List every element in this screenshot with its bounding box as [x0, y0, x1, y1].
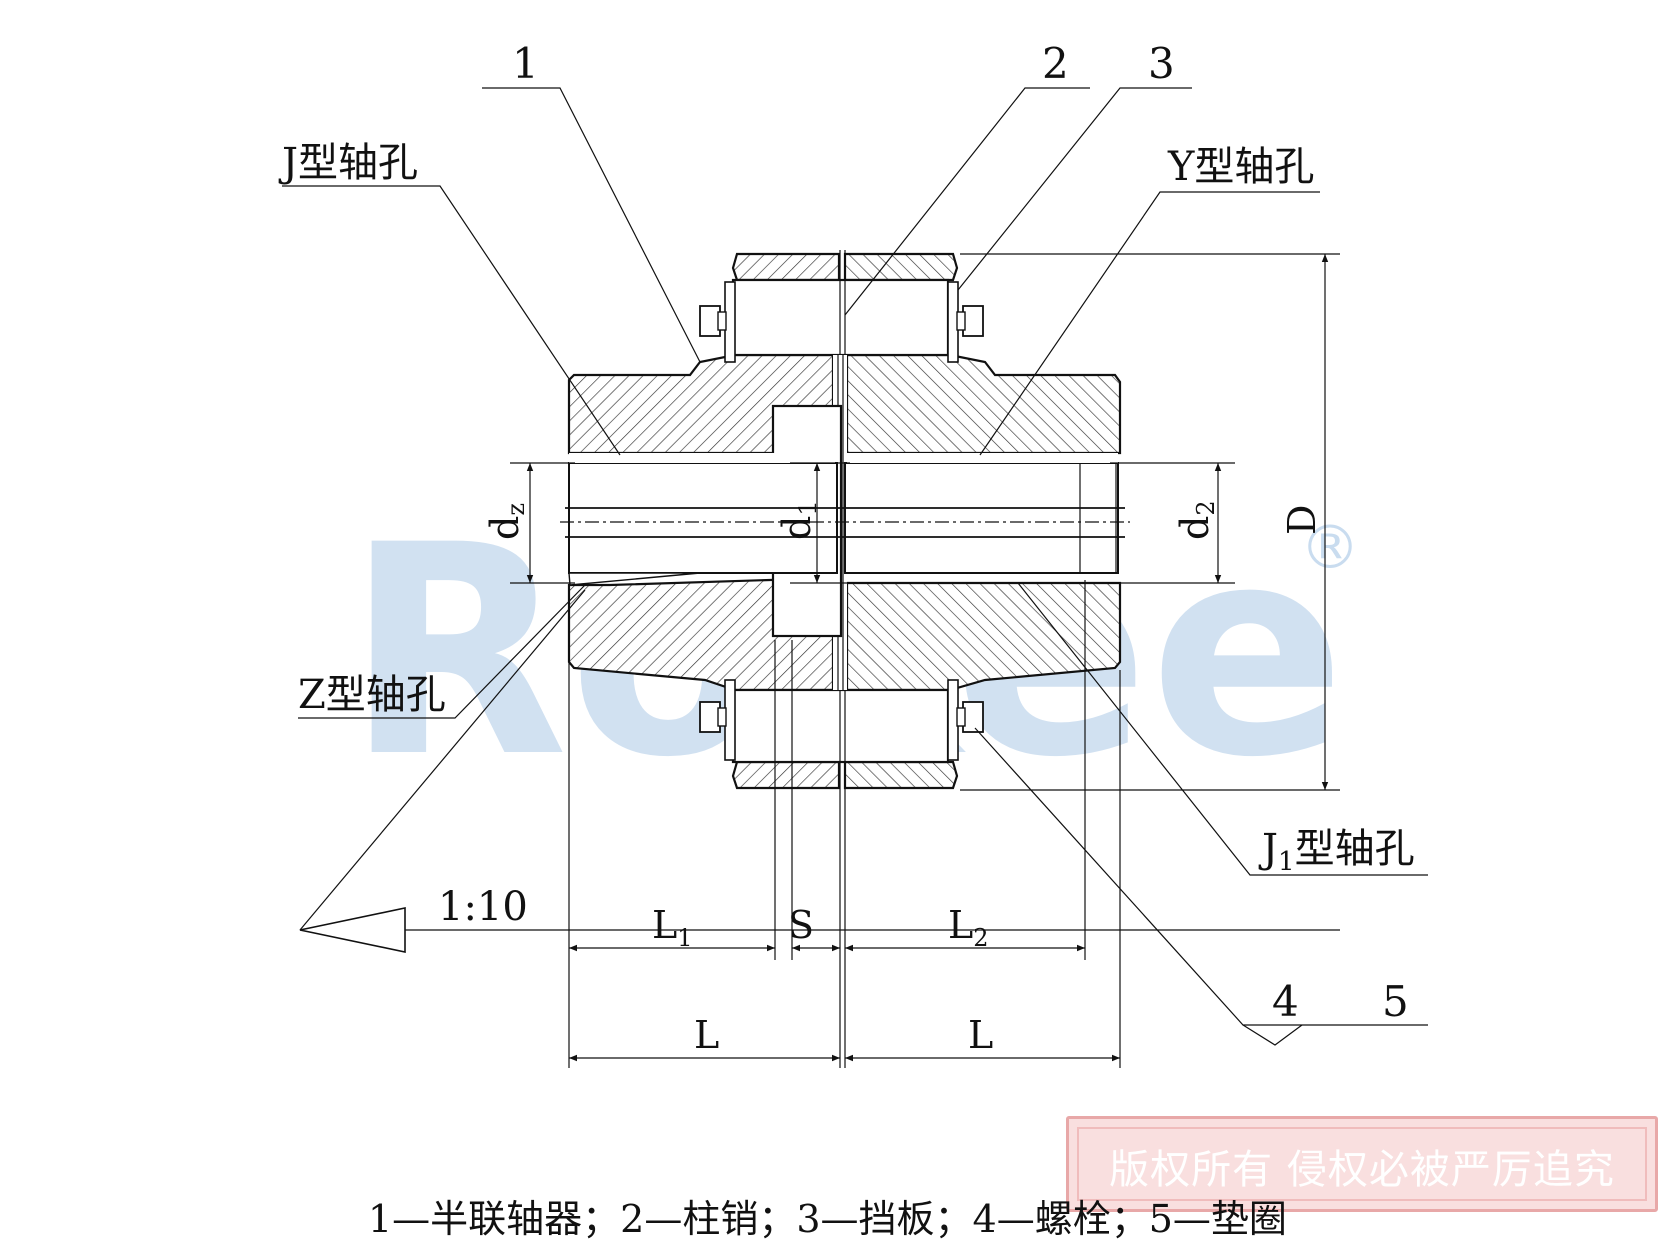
- dim-l1: L1: [652, 903, 693, 952]
- leader-lines: [282, 87, 1428, 1046]
- callout-part-1: 1: [512, 39, 539, 88]
- right-bore: [844, 462, 1119, 574]
- bolt-group: [699, 305, 984, 733]
- dimension-lines: [526, 254, 1329, 1062]
- dim-s: S: [788, 903, 814, 947]
- label-j1-bore: J1型轴孔: [1258, 826, 1415, 877]
- dim-d1: d1: [775, 500, 822, 540]
- label-z-bore: Z型轴孔: [298, 672, 446, 718]
- label-j-bore: J型轴孔: [278, 140, 418, 186]
- callout-part-4: 4: [1272, 977, 1299, 1026]
- callout-part-3: 3: [1148, 39, 1175, 88]
- dim-l-left: L: [694, 1013, 719, 1057]
- label-taper-ratio: 1:10: [438, 884, 528, 930]
- left-half-coupling: [567, 252, 841, 790]
- dim-dz: dz: [483, 503, 530, 540]
- copyright-stamp: 版权所有 侵权必被严厉追究: [1066, 1116, 1658, 1212]
- dim-l-right: L: [968, 1013, 993, 1057]
- callout-part-2: 2: [1042, 39, 1069, 88]
- callout-part-5: 5: [1382, 977, 1409, 1026]
- dim-l2: L2: [948, 903, 989, 952]
- label-y-bore: Y型轴孔: [1167, 144, 1314, 190]
- left-bore: [568, 462, 838, 574]
- stamp-text: 版权所有 侵权必被严厉追究: [1109, 1147, 1615, 1193]
- parts-legend-caption: 1—半联轴器；2—柱销；3—挡板；4—螺栓；5—垫圈: [368, 1197, 1287, 1241]
- stamp-inner-border: [1077, 1127, 1647, 1201]
- dim-outer-diameter: D: [1280, 505, 1324, 535]
- watermark-registered-mark: ®: [1300, 513, 1360, 583]
- dim-d2: d2: [1173, 500, 1220, 540]
